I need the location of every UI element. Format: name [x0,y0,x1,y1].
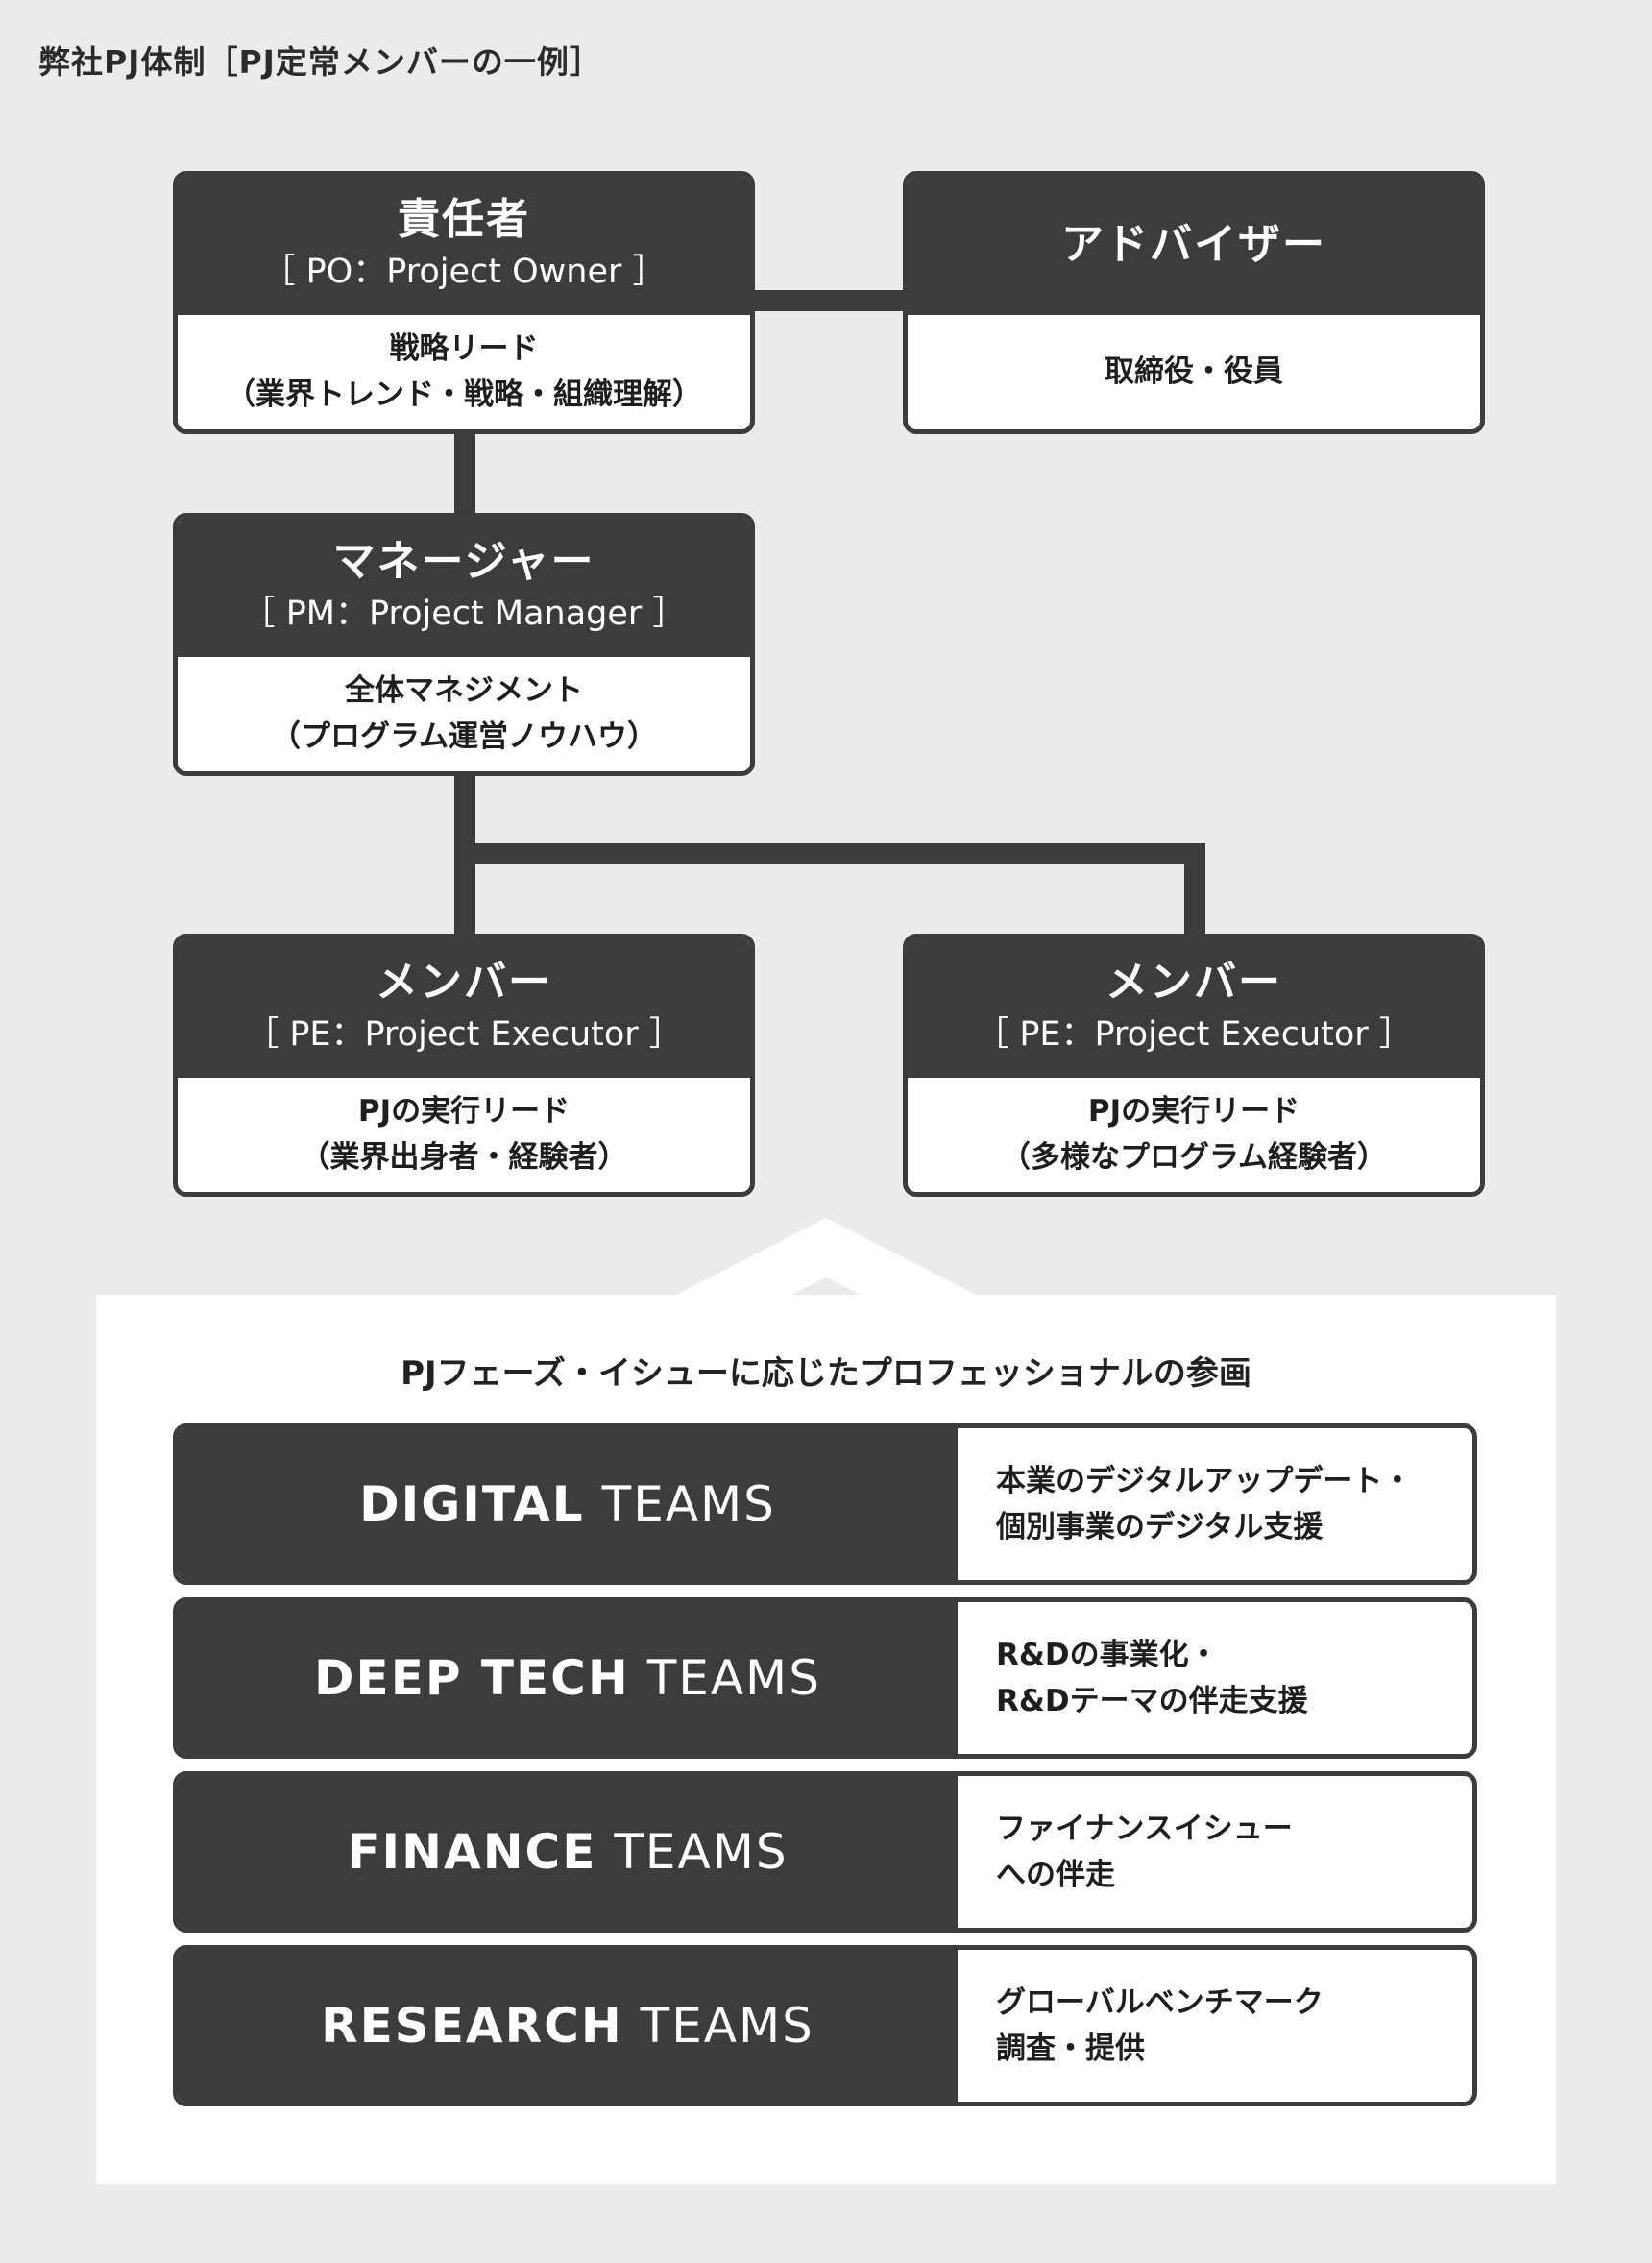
team-desc-digital: 本業のデジタルアップデート・ 個別事業のデジタル支援 [958,1428,1472,1580]
team-desc-line2: R&Dテーマの伴走支援 [996,1684,1308,1718]
team-desc-deep-tech: R&Dの事業化・ R&Dテーマの伴走支援 [958,1602,1472,1754]
team-name-main: RESEARCH [321,1998,623,2054]
advisor-title: アドバイザー [1061,220,1326,270]
member-right-description: PJの実行リード （多様なプログラム経験者） [908,1078,1480,1191]
team-name-research: RESEARCH TEAMS [178,1950,958,2102]
member-left-title: メンバー [376,958,552,1008]
team-desc-line2: への伴走 [996,1858,1115,1892]
team-desc-line2: 個別事業のデジタル支援 [996,1510,1324,1545]
team-name-digital: DIGITAL TEAMS [178,1428,958,1580]
member-left-desc-line2: （業界出身者・経験者） [300,1140,628,1175]
team-name-suffix: TEAMS [646,1650,821,1706]
team-row-digital: DIGITAL TEAMS 本業のデジタルアップデート・ 個別事業のデジタル支援 [173,1424,1477,1585]
team-desc-finance: ファイナンスイシュー への伴走 [958,1776,1472,1928]
team-name-main: DIGITAL [359,1476,585,1532]
team-name-suffix: TEAMS [601,1476,776,1532]
panel-caption: PJフェーズ・イシューに応じたプロフェッショナルの参画 [401,1354,1251,1393]
po-desc-line1: 戦略リード [389,330,539,366]
member-right-title: メンバー [1105,958,1282,1008]
team-desc-line2: 調査・提供 [996,2032,1145,2066]
advisor-box: アドバイザー 取締役・役員 [903,171,1485,434]
pm-title: マネージャー [332,537,595,587]
panel-roof-inner [788,1278,864,1297]
member-right-header: メンバー ［ PE：Project Executor ］ [908,938,1480,1078]
advisor-header: アドバイザー [908,176,1480,315]
team-name-finance: FINANCE TEAMS [178,1776,958,1928]
team-name-main: DEEP TECH [314,1650,630,1706]
team-row-deep-tech: DEEP TECH TEAMS R&Dの事業化・ R&Dテーマの伴走支援 [173,1597,1477,1759]
member-left-header: メンバー ［ PE：Project Executor ］ [178,938,750,1078]
team-desc-line1: ファイナンスイシュー [996,1811,1293,1846]
team-desc-research: グローバルベンチマーク 調査・提供 [958,1950,1472,2102]
pm-desc-line2: （プログラム運営ノウハウ） [270,719,658,754]
pm-subtitle: ［ PM：Project Manager ］ [241,595,687,634]
pm-box: マネージャー ［ PM：Project Manager ］ 全体マネジメント （… [173,513,755,776]
po-box: 責任者 ［ PO：Project Owner ］ 戦略リード （業界トレンド・戦… [173,171,755,434]
po-desc-line2: （業界トレンド・戦略・組織理解） [226,377,702,412]
pm-header: マネージャー ［ PM：Project Manager ］ [178,518,750,657]
advisor-description: 取締役・役員 [908,315,1480,428]
panel-roof [672,1218,980,1297]
member-box-left: メンバー ［ PE：Project Executor ］ PJの実行リード （業… [173,934,755,1197]
panel-roof-shape [672,1218,980,1297]
member-box-right: メンバー ［ PE：Project Executor ］ PJの実行リード （多… [903,934,1485,1197]
team-desc-line1: 本業のデジタルアップデート・ [996,1463,1413,1498]
team-name-main: FINANCE [347,1824,597,1880]
pm-desc-line1: 全体マネジメント [345,672,583,708]
member-right-desc-line1: PJの実行リード [1087,1093,1300,1129]
team-desc-line1: R&Dの事業化・ [996,1637,1219,1672]
po-description: 戦略リード （業界トレンド・戦略・組織理解） [178,315,750,428]
team-name-suffix: TEAMS [640,1998,814,2054]
po-header: 責任者 ［ PO：Project Owner ］ [178,176,750,315]
member-left-desc-line1: PJの実行リード [357,1093,571,1129]
po-subtitle: ［ PO：Project Owner ］ [261,253,667,292]
po-title: 責任者 [398,195,530,245]
team-desc-line1: グローバルベンチマーク [996,1984,1324,2020]
team-row-finance: FINANCE TEAMS ファイナンスイシュー への伴走 [173,1771,1477,1933]
connector-po-pm [454,434,475,513]
page-title: 弊社PJ体制［PJ定常メンバーの一例］ [38,43,602,81]
member-left-subtitle: ［ PE：Project Executor ］ [245,1015,683,1055]
member-right-subtitle: ［ PE：Project Executor ］ [975,1015,1413,1055]
connector-member-right [1184,843,1205,934]
team-name-suffix: TEAMS [614,1824,789,1880]
member-left-description: PJの実行リード （業界出身者・経験者） [178,1078,750,1191]
advisor-desc-line1: 取締役・役員 [1105,353,1283,389]
pm-description: 全体マネジメント （プログラム運営ノウハウ） [178,657,750,770]
team-name-deep-tech: DEEP TECH TEAMS [178,1602,958,1754]
connector-po-advisor [755,290,903,311]
connector-horizontal [454,843,1205,864]
member-right-desc-line2: （多様なプログラム経験者） [1000,1140,1388,1175]
team-row-research: RESEARCH TEAMS グローバルベンチマーク 調査・提供 [173,1945,1477,2106]
